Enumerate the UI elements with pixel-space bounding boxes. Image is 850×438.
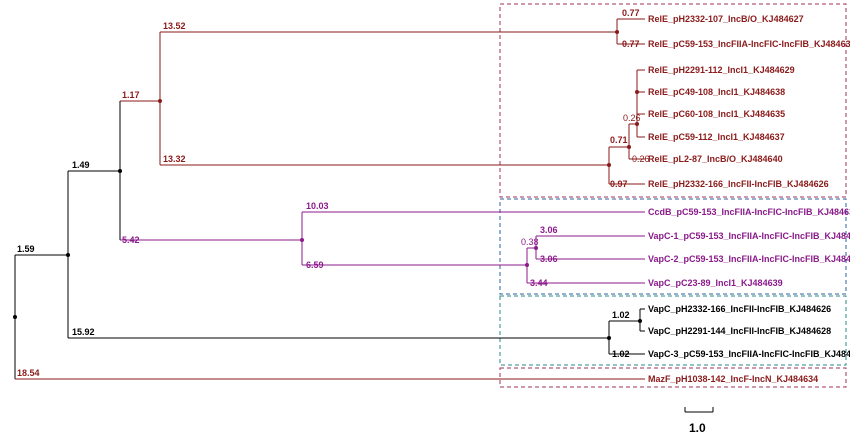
branch-length-labels: 13.52 0.77 0.77 1.17 13.32 0.26 0.26 0.7… bbox=[17, 8, 650, 378]
leaf-label: RelE_pC59-153_IncFIIA-IncFIC-IncFIB_KJ48… bbox=[648, 39, 850, 49]
leaf-label: RelE_pH2332-166_IncFII-IncFIB_KJ484626 bbox=[648, 179, 829, 189]
leaf-label: VapC_pH2291-144_IncFII-IncFIB_KJ484628 bbox=[648, 326, 831, 336]
clade-box-purple bbox=[499, 198, 847, 295]
branch-length-label: 1.49 bbox=[72, 160, 90, 170]
leaf-label: RelE_pC60-108_IncI1_KJ484635 bbox=[648, 109, 785, 119]
leaf-label: RelE_pC49-108_IncI1_KJ484638 bbox=[648, 87, 785, 97]
branches-rele bbox=[120, 18, 645, 185]
branch-length-label: 3.06 bbox=[540, 254, 558, 264]
leaf-label: VapC_pH2332-166_IncFII-IncFIB_KJ484626 bbox=[648, 304, 831, 314]
branches-purple bbox=[120, 211, 645, 284]
branch-length-label: 18.54 bbox=[17, 368, 40, 378]
branch-length-label: 3.06 bbox=[540, 225, 558, 235]
branches-backbone bbox=[14, 101, 645, 379]
leaf-label: MazF_pH1038-142_IncF-IncN_KJ484634 bbox=[648, 374, 818, 384]
leaf-label: VapC-1_pC59-153_IncFIIA-IncFIC-IncFIB_KJ… bbox=[648, 231, 850, 241]
branch-length-label: 0.77 bbox=[622, 8, 640, 18]
branch-length-label: 0.26 bbox=[623, 113, 641, 123]
scale-bar-label: 1.0 bbox=[689, 421, 706, 435]
leaf-labels: RelE_pH2332-107_IncB/O_KJ484627RelE_pC59… bbox=[648, 14, 850, 384]
branch-length-label: 1.59 bbox=[17, 244, 35, 254]
node-dots bbox=[13, 30, 642, 340]
branch-length-label: 0.26 bbox=[632, 154, 650, 164]
leaf-label: RelE_pH2332-107_IncB/O_KJ484627 bbox=[648, 14, 804, 24]
branch-length-label: 0.38 bbox=[521, 237, 539, 247]
branch-length-label: 6.59 bbox=[306, 260, 324, 270]
branch-length-label: 13.52 bbox=[163, 21, 186, 31]
clade-box-rele bbox=[499, 3, 847, 198]
leaf-label: RelE_pC59-112_IncI1_KJ484637 bbox=[648, 132, 785, 142]
branch-length-label: 15.92 bbox=[72, 327, 95, 337]
branch-length-label: 13.32 bbox=[163, 154, 186, 164]
branch-length-label: 0.97 bbox=[610, 179, 628, 189]
branch-length-label: 0.77 bbox=[622, 39, 640, 49]
clade-box-black bbox=[499, 295, 847, 366]
branch-length-label: 10.03 bbox=[306, 201, 329, 211]
leaf-label: VapC-2_pC59-153_IncFIIA-IncFIC-IncFIB_KJ… bbox=[648, 254, 850, 264]
leaf-label: RelE_pL2-87_IncB/O_KJ484640 bbox=[648, 154, 783, 164]
branch-length-label: 1.02 bbox=[612, 349, 630, 359]
branch-length-label: 3.44 bbox=[530, 278, 548, 288]
branch-length-label: 1.02 bbox=[612, 310, 630, 320]
leaf-label: CcdB_pC59-153_IncFIIA-IncFIC-IncFIB_KJ48… bbox=[648, 207, 850, 217]
leaf-label: VapC-3_pC59-153_IncFIIA-IncFIC-IncFIB_KJ… bbox=[648, 349, 850, 359]
leaf-label: VapC_pC23-89_IncI1_KJ484639 bbox=[648, 278, 783, 288]
branch-length-label: 0.71 bbox=[610, 135, 628, 145]
scale-bar: 1.0 bbox=[684, 407, 714, 435]
leaf-label: RelE_pH2291-112_IncI1_KJ484629 bbox=[648, 65, 795, 75]
branch-length-label: 1.17 bbox=[122, 90, 140, 100]
branch-length-label: 5.42 bbox=[122, 235, 140, 245]
